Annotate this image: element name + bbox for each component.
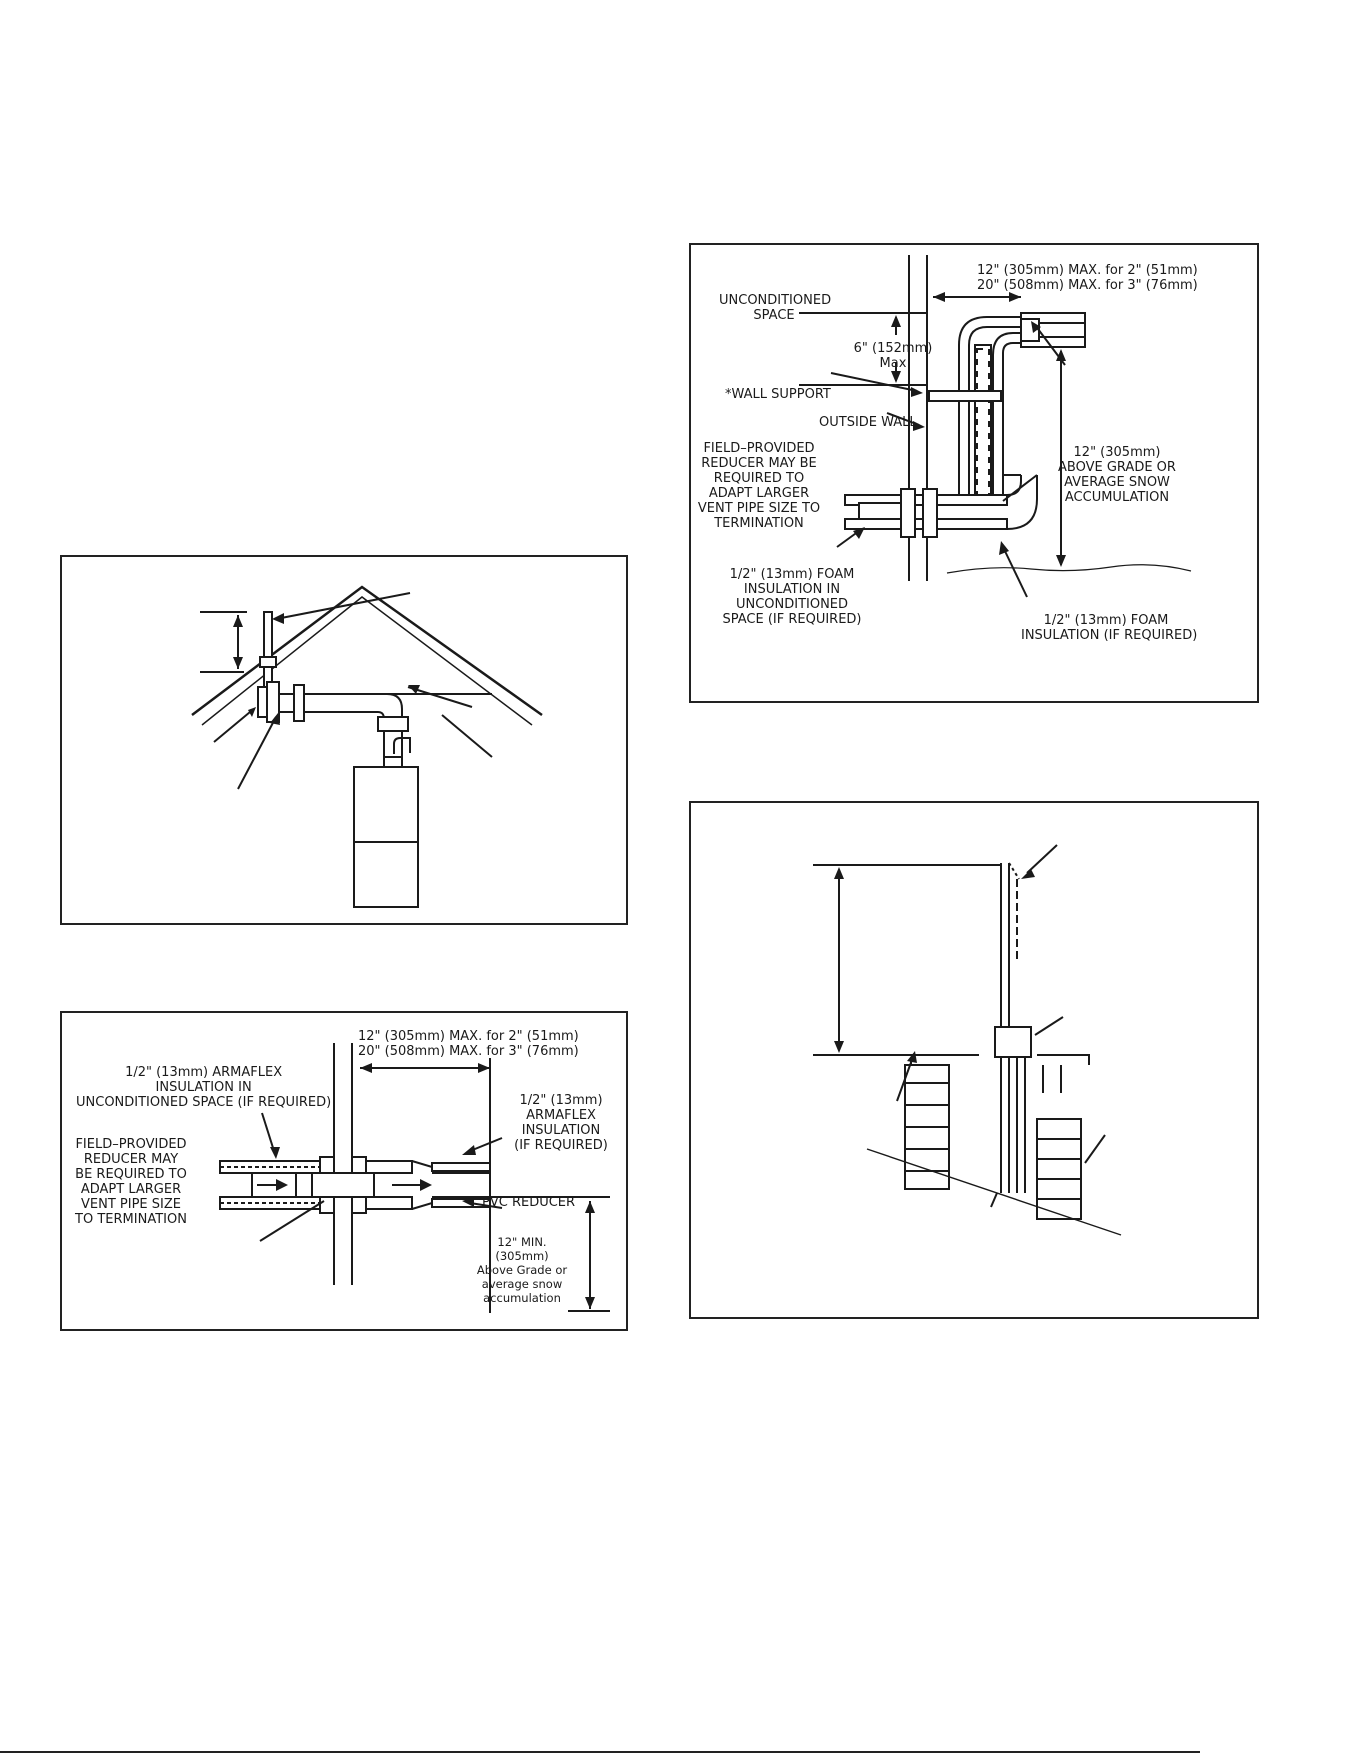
dim-max-length-label: 12" (305mm) MAX. for 2" (51mm) 20" (508m… [977,263,1198,293]
wall-horizontal-drawing [219,1043,610,1313]
pvc-reducer-label: PVC REDUCER [482,1195,576,1210]
figure-wall-horizontal: 12" (305mm) MAX. for 2" (51mm) 20" (508m… [60,1011,628,1331]
foam-right-label: 1/2" (13mm) FOAM INSULATION (IF REQUIRED… [1021,613,1198,643]
wall-support-label: *WALL SUPPORT [725,387,831,402]
roof-termination-drawing [191,585,543,908]
wall-vertical-drawing [813,844,1122,1236]
figure-wall-vertical [689,801,1259,1319]
unconditioned-space-label: UNCONDITIONED SPACE [719,293,832,323]
figure-wall-periscope: 12" (305mm) MAX. for 2" (51mm) 20" (508m… [689,243,1259,703]
armaflex-uncond-label: 1/2" (13mm) ARMAFLEX INSULATION IN UNCON… [76,1065,332,1110]
footer-rule [0,1751,1200,1753]
armaflex-right-label: 1/2" (13mm) ARMAFLEX INSULATION (IF REQU… [514,1093,608,1153]
dim-max-length-label: 12" (305mm) MAX. for 2" (51mm) 20" (508m… [358,1029,579,1059]
reducer-note-label: FIELD–PROVIDED REDUCER MAY BE REQUIRED T… [75,1137,187,1227]
outside-wall-label: OUTSIDE WALL [819,415,917,430]
wall-periscope-drawing [799,255,1192,598]
figure-roof-termination [60,555,628,925]
grade-min-label: 12" MIN. (305mm) Above Grade or average … [476,1235,568,1305]
grade-note-label: 12" (305mm) ABOVE GRADE OR AVERAGE SNOW … [1058,445,1176,505]
foam-left-label: 1/2" (13mm) FOAM INSULATION IN UNCONDITI… [722,567,862,627]
reducer-note-label: FIELD–PROVIDED REDUCER MAY BE REQUIRED T… [697,441,821,531]
dim-6in-label: 6" (152mm) Max [853,341,933,371]
